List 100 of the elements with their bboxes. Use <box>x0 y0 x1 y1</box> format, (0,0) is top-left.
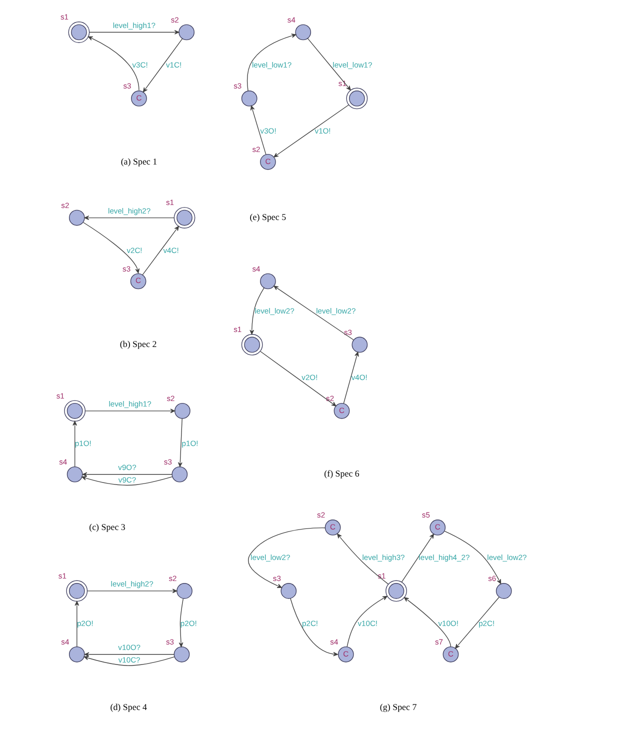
arrow <box>343 352 359 404</box>
arrow <box>84 652 174 657</box>
arrow <box>84 216 174 220</box>
arrow <box>72 420 78 468</box>
label: (c) Spec 3 <box>89 522 126 532</box>
arrow <box>178 418 182 467</box>
node-label: s4 <box>59 458 68 467</box>
arrow <box>82 222 140 274</box>
edge-label: v3C! <box>132 60 148 70</box>
node-doublecircle <box>68 22 90 43</box>
node-label: s3 <box>164 458 172 467</box>
node-circle: C <box>131 90 147 106</box>
arrow <box>142 226 179 276</box>
node-label: s4 <box>61 638 70 647</box>
edge-label: level_low2? <box>487 552 527 562</box>
node-circle: C <box>430 520 446 536</box>
node-label: s2 <box>170 15 179 24</box>
node-label: s2 <box>166 394 175 404</box>
arrow <box>401 534 434 582</box>
node-label: s2 <box>317 510 326 520</box>
node-circle <box>295 24 312 40</box>
node-circle: C <box>334 402 350 419</box>
node-circle: C <box>338 646 354 662</box>
edge-label: level_low2? <box>250 552 290 562</box>
node-label: s1 <box>60 12 68 22</box>
arrow <box>74 600 80 648</box>
arrow <box>444 530 502 584</box>
node-label: s1 <box>166 198 174 208</box>
node-circle <box>68 210 85 226</box>
edge-label: p2C! <box>302 618 318 628</box>
edge-label: v10C? <box>118 656 140 665</box>
arrow <box>337 534 389 584</box>
node-label: s1 <box>338 78 346 88</box>
edge-label: v4O! <box>351 372 368 382</box>
arrow <box>246 34 296 92</box>
node-label: s7 <box>435 638 444 647</box>
edge-label: level_high3? <box>362 552 405 562</box>
node-doublecircle <box>346 88 368 110</box>
node-label: s4 <box>252 264 260 274</box>
node-circle <box>176 583 192 599</box>
edge-label: v1C! <box>166 60 182 70</box>
node-circle <box>172 466 188 482</box>
node-circle <box>496 583 512 599</box>
edge-label: v3O! <box>260 126 276 136</box>
label: (g) Spec 7 <box>380 702 417 712</box>
node-label: s1 <box>234 325 242 334</box>
node-doublecircle <box>241 334 263 356</box>
label: (d) Spec 4 <box>110 702 148 712</box>
node-circle <box>66 466 83 482</box>
edge-label: p2O! <box>180 618 197 628</box>
label: (e) Spec 5 <box>250 212 286 222</box>
node-label: s3 <box>166 638 174 647</box>
arrow <box>82 472 172 477</box>
edge-label: v2C! <box>126 246 142 255</box>
node-circle <box>174 402 190 419</box>
arrow <box>274 104 350 158</box>
node-doublecircle <box>64 400 86 422</box>
node-label: s3 <box>344 328 352 337</box>
arrow <box>85 408 176 414</box>
node-label: s4 <box>330 638 338 647</box>
arrow <box>250 288 264 335</box>
node-circle <box>241 90 258 106</box>
arrow <box>82 476 173 486</box>
node-label: s2 <box>61 200 70 210</box>
node-circle <box>352 336 368 353</box>
arrow <box>455 596 500 649</box>
label: (f) Spec 6 <box>324 468 360 479</box>
arrow <box>87 588 178 594</box>
node-label: s2 <box>168 574 177 584</box>
arrow <box>248 528 326 588</box>
node-circle <box>280 583 297 599</box>
node-label: s1 <box>378 571 386 580</box>
edge-label: p2C! <box>478 618 495 628</box>
edge-label: p1O! <box>182 438 198 448</box>
arrow <box>260 351 336 406</box>
node-doublecircle <box>386 580 407 602</box>
edge-label: v10O? <box>118 643 140 652</box>
node-label: s4 <box>287 15 296 24</box>
label: (b) Spec 2 <box>120 339 157 350</box>
arrow <box>346 596 388 647</box>
node-circle <box>260 273 276 290</box>
node-label: s2 <box>326 394 334 404</box>
node-circle: C <box>442 646 459 662</box>
edge-label: level_high4_2? <box>418 552 470 562</box>
edge-label: level_low1? <box>332 60 372 70</box>
arrow <box>404 597 452 648</box>
arrow <box>178 598 184 648</box>
edge-label: level_low2? <box>316 306 356 316</box>
node-label: s3 <box>122 264 131 274</box>
edge-label: p1O! <box>74 438 92 448</box>
node-label: s5 <box>422 510 430 520</box>
arrow <box>290 598 338 656</box>
node-label: s1 <box>56 391 64 400</box>
node-circle <box>178 24 194 40</box>
edge-label: level_low1? <box>252 60 292 70</box>
arrow <box>89 30 180 34</box>
edge-label: level_low2? <box>254 306 294 316</box>
arrow <box>88 36 140 91</box>
node-label: s1 <box>58 571 66 580</box>
node-circle <box>174 646 190 662</box>
